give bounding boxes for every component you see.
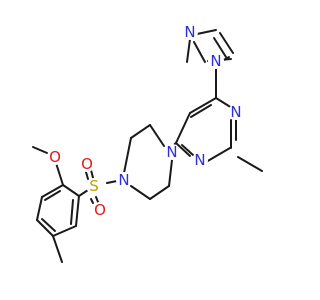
molecule-structure-diagram: N N N N N N S O: [32, 23, 263, 263]
atom-oxygen: O: [47, 148, 63, 166]
bond: [62, 184, 80, 197]
bond: [75, 195, 80, 227]
atom-label-s-sulfonyl: S: [89, 177, 99, 195]
atom-nitrogen: N: [164, 143, 180, 161]
bond: [90, 169, 94, 179]
bond: [52, 235, 63, 263]
atom-sulfur: S: [86, 177, 102, 195]
bond: [130, 185, 151, 200]
bond: [85, 171, 89, 180]
bond: [149, 124, 165, 147]
atom-nitrogen: N: [208, 52, 224, 70]
bond: [44, 190, 61, 201]
atom-label-n-pyrazole-2: N: [184, 23, 195, 41]
bond: [190, 104, 212, 118]
atom-label-n-piperazine-4: N: [166, 143, 177, 161]
bond: [219, 32, 234, 54]
atom-label-o-methoxy: O: [49, 148, 61, 166]
bond: [130, 124, 151, 139]
bond: [70, 199, 74, 225]
bond: [175, 142, 191, 157]
bond: [41, 218, 56, 232]
atom-label-n-pyrimidine-3: N: [194, 151, 205, 169]
bond: [78, 189, 89, 197]
bond: [95, 196, 99, 203]
bond: [215, 97, 233, 109]
atom-nitrogen: N: [116, 171, 132, 189]
bond: [181, 144, 194, 156]
atom-label-n-piperazine-1: N: [118, 171, 129, 189]
atom-label-n-pyrimidine-1: N: [230, 103, 241, 121]
bond: [36, 196, 43, 221]
bond: [149, 185, 170, 200]
atom-labels: N N N N N N S O: [47, 23, 244, 219]
bond: [186, 38, 191, 63]
atom-label-o-sulfonyl-top: O: [81, 155, 93, 173]
bond: [41, 184, 64, 198]
bond: [36, 219, 54, 237]
bond: [205, 147, 231, 163]
bond: [213, 37, 227, 58]
bond: [52, 225, 77, 237]
bond: [123, 137, 132, 174]
atom-oxygen: O: [92, 201, 108, 219]
bond: [196, 29, 217, 35]
bond: [90, 198, 94, 204]
bond: [193, 41, 206, 63]
atom-nitrogen: N: [192, 151, 208, 169]
atom-label-o-sulfonyl-bottom: O: [94, 201, 106, 219]
atom-nitrogen: N: [228, 103, 244, 121]
bond: [237, 156, 263, 172]
atom-nitrogen: N: [182, 23, 198, 41]
bond: [55, 162, 64, 186]
bond: [106, 180, 118, 184]
bond: [175, 112, 191, 144]
bond: [189, 97, 217, 114]
bond: [168, 159, 173, 187]
atom-oxygen: O: [79, 155, 95, 173]
bonds: [32, 29, 263, 263]
atom-label-n-pyrazole-1: N: [210, 52, 221, 70]
bond: [32, 146, 48, 154]
